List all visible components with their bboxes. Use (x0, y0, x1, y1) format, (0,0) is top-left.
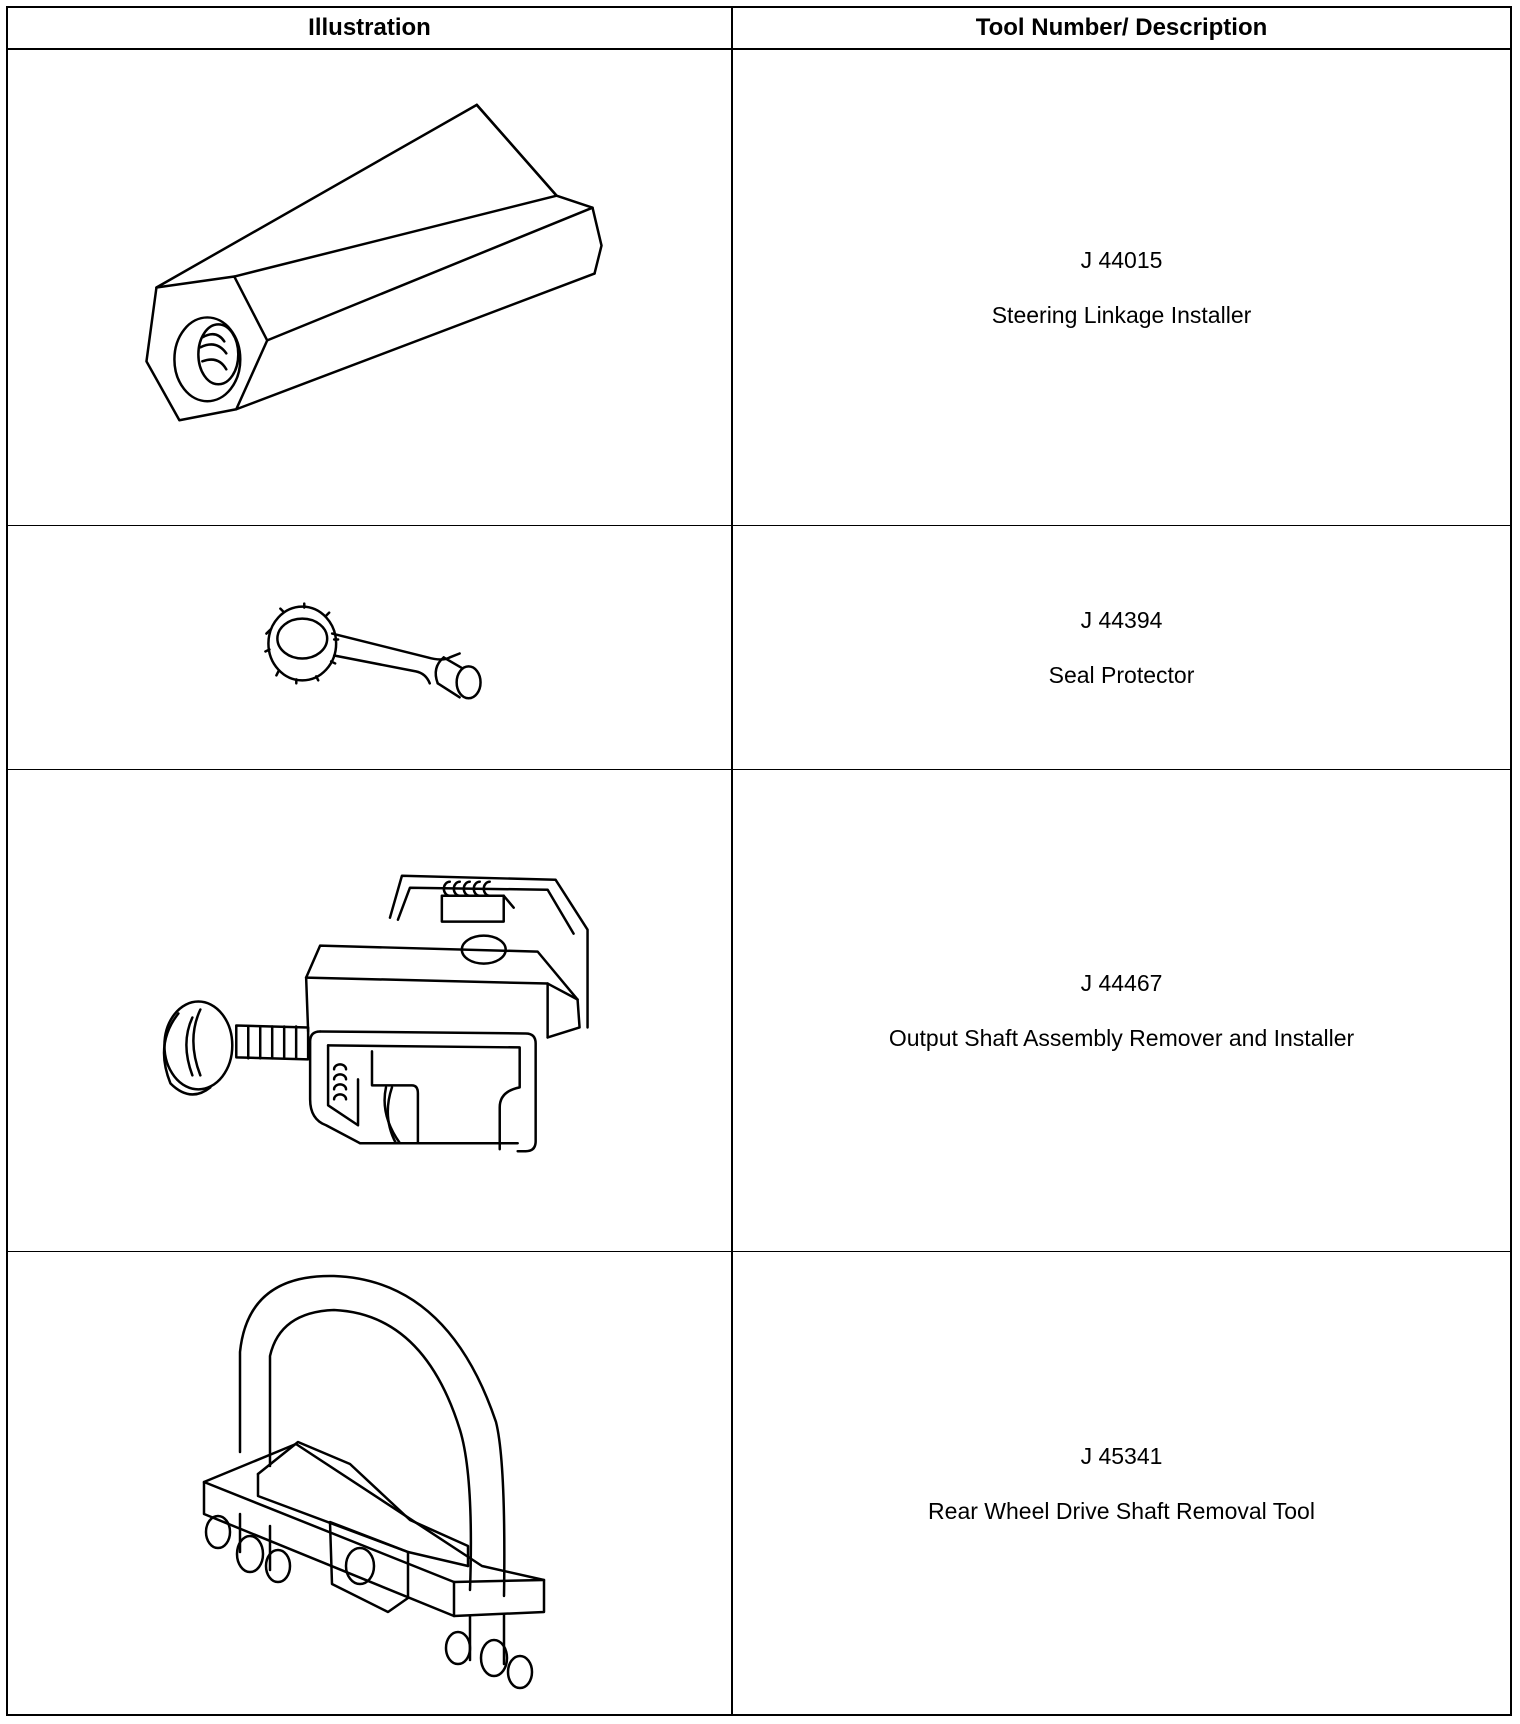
tool-name: Steering Linkage Installer (991, 301, 1252, 328)
tool-number: J 45341 (1080, 1443, 1163, 1469)
description-cell: J 44015 Steering Linkage Installer (733, 50, 1510, 525)
tool-name: Seal Protector (1048, 661, 1195, 688)
illustration-cell (8, 526, 731, 769)
hex-coupler-icon (145, 103, 603, 422)
special-tools-table: Illustration Tool Number/ Description (6, 6, 1512, 1716)
illustration-cell (8, 50, 731, 525)
u-bolt-tool-icon (202, 1274, 546, 1690)
shaft-clamp-icon (162, 874, 589, 1153)
table-row: J 45341 Rear Wheel Drive Shaft Removal T… (8, 1252, 1510, 1716)
tool-number: J 44394 (1080, 606, 1163, 633)
column-divider (731, 8, 733, 1714)
table-header: Illustration Tool Number/ Description (8, 8, 1510, 50)
table-row: J 44467 Output Shaft Assembly Remover an… (8, 770, 1510, 1252)
description-cell: J 45341 Rear Wheel Drive Shaft Removal T… (733, 1252, 1510, 1716)
tool-name: Output Shaft Assembly Remover and Instal… (888, 1024, 1355, 1051)
description-cell: J 44394 Seal Protector (733, 526, 1510, 769)
header-illustration: Illustration (308, 14, 431, 41)
table-row: J 44394 Seal Protector (8, 526, 1510, 770)
table-row: J 44015 Steering Linkage Installer (8, 50, 1510, 526)
tool-name: Rear Wheel Drive Shaft Removal Tool (928, 1498, 1315, 1524)
tool-number: J 44467 (1080, 969, 1163, 996)
seal-protector-icon (264, 602, 482, 700)
illustration-cell (8, 770, 731, 1251)
illustration-cell (8, 1252, 731, 1716)
description-cell: J 44467 Output Shaft Assembly Remover an… (733, 770, 1510, 1251)
header-tool-description: Tool Number/ Description (975, 14, 1268, 41)
tool-number: J 44015 (1080, 246, 1163, 273)
